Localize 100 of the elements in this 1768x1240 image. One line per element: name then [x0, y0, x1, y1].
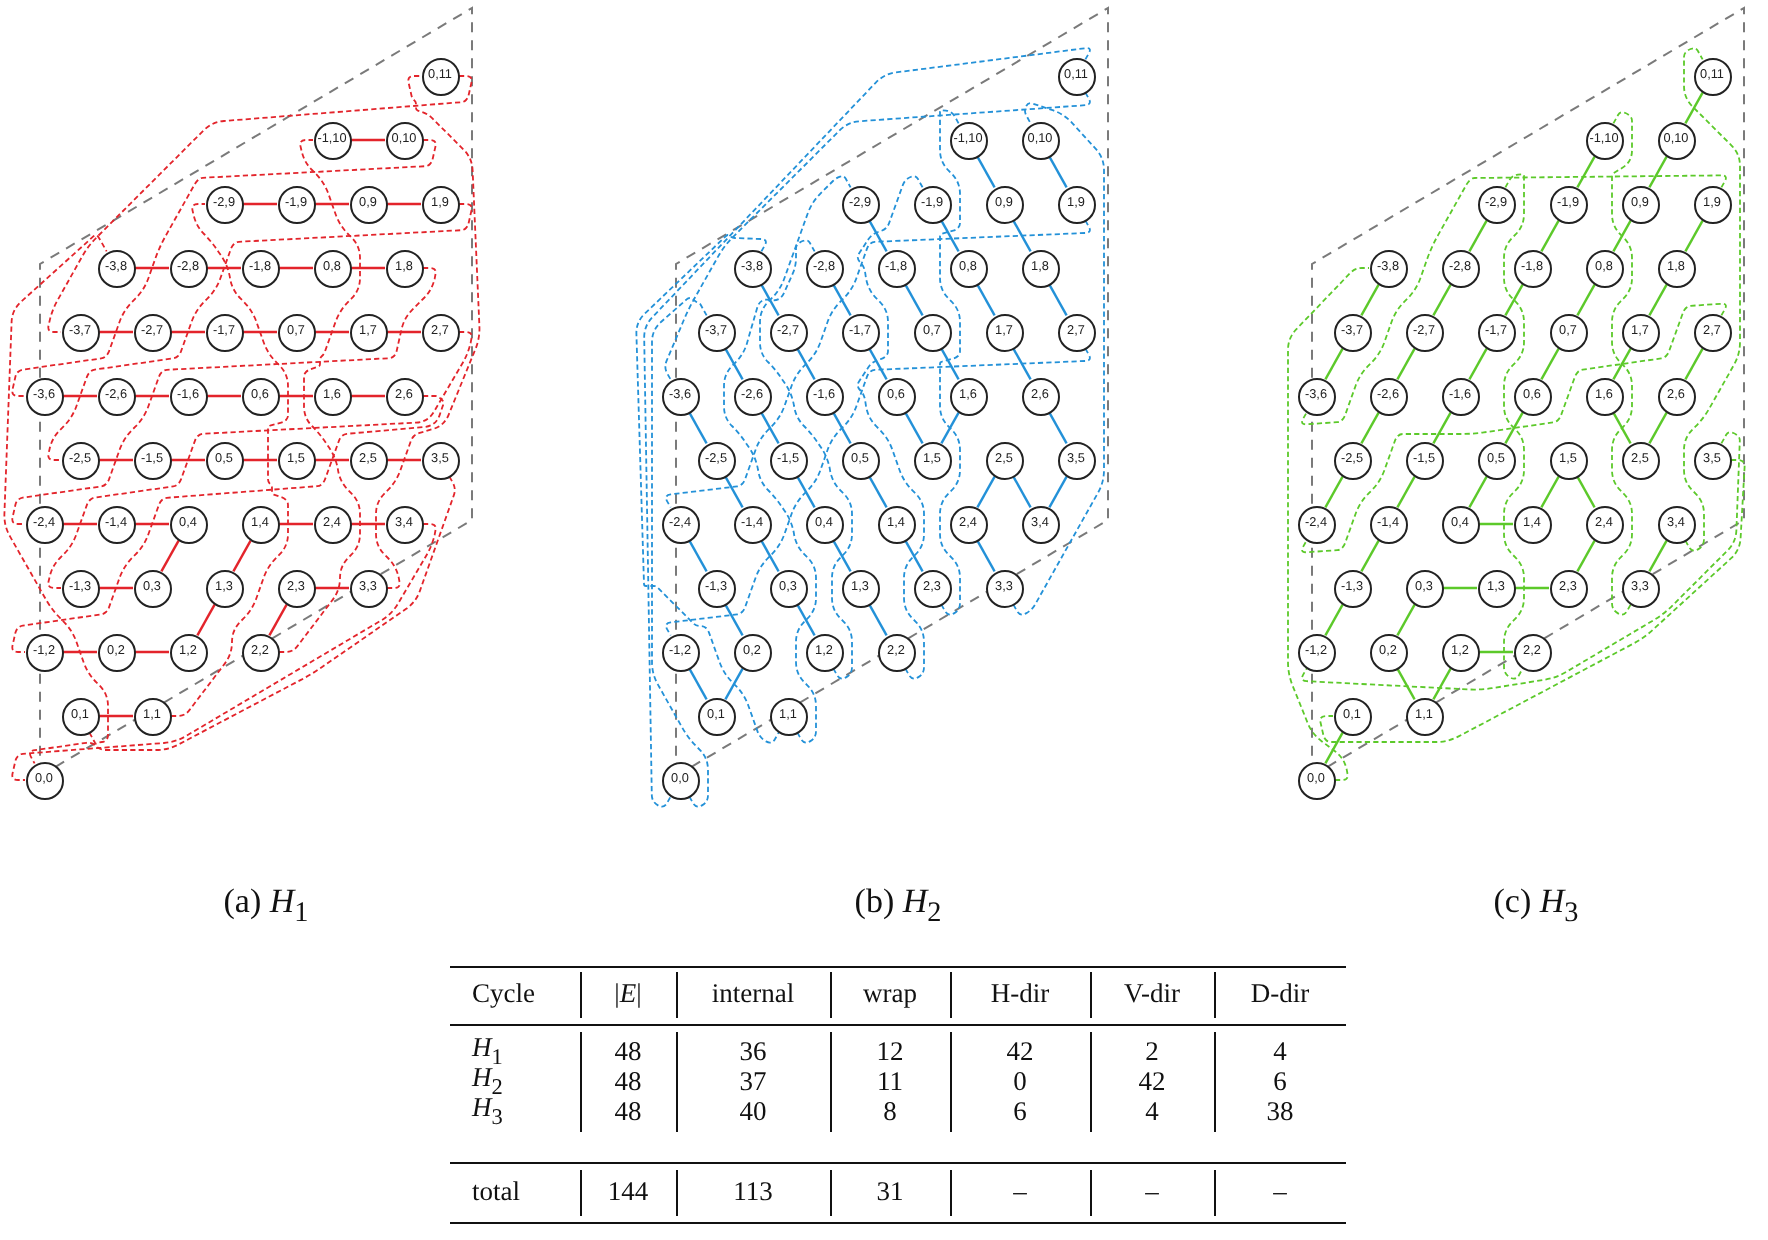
table-value: 36	[739, 1036, 767, 1068]
edge-line	[387, 458, 421, 462]
table-value: 42	[1006, 1036, 1034, 1068]
wrap-curve	[1503, 173, 1525, 680]
column-header: |E|	[614, 978, 642, 1010]
wrap-curve	[1301, 174, 1727, 426]
edge-line	[1048, 476, 1068, 508]
table-value: 4	[1145, 1096, 1159, 1128]
edge-line	[1540, 348, 1560, 380]
edge-line	[63, 650, 97, 654]
edge-line	[1012, 476, 1032, 508]
edge-line	[315, 330, 349, 334]
wrap-curve	[47, 203, 473, 461]
panel-caption: (c) H$_{3}$	[1493, 882, 1579, 930]
edge-line	[99, 714, 133, 718]
edge-line	[760, 412, 780, 444]
panel-caption: (a) H$_{1}$	[223, 882, 309, 930]
edge-line	[1576, 156, 1596, 188]
edge-line	[1396, 604, 1416, 636]
column-header: internal	[711, 978, 795, 1010]
edge-line	[315, 458, 349, 462]
column-header: H-dir	[990, 978, 1050, 1010]
edge-line	[315, 586, 349, 590]
column-header: V-dir	[1124, 978, 1180, 1010]
edge-line	[688, 540, 708, 572]
table-value: –	[1273, 1176, 1287, 1208]
edge-line	[1468, 476, 1488, 508]
table-value: 48	[614, 1036, 642, 1068]
edge-line	[1612, 348, 1632, 380]
edge-line	[243, 458, 277, 462]
edge-line	[1479, 650, 1513, 654]
edge-line	[688, 412, 708, 444]
edge-line	[1324, 476, 1344, 508]
edge-line	[724, 668, 744, 700]
table-value: 48	[614, 1096, 642, 1128]
wrap-curve	[1319, 459, 1746, 743]
wrap-curve	[635, 234, 780, 744]
edge-line	[868, 220, 888, 252]
edge-line	[279, 522, 313, 526]
column-header: wrap	[863, 978, 917, 1010]
edge-line	[279, 266, 313, 270]
table-value: 144	[607, 1176, 649, 1208]
edge-line	[99, 330, 133, 334]
wrap-curve	[643, 47, 1091, 808]
table-value: 42	[1138, 1066, 1166, 1098]
edge-line	[1612, 412, 1632, 444]
edge-line	[279, 394, 313, 398]
wrap-curve	[278, 139, 361, 653]
edge-line	[796, 476, 816, 508]
edge-line	[160, 540, 180, 572]
edge-line	[832, 540, 852, 572]
edge-line	[1684, 92, 1704, 124]
edge-line	[724, 604, 744, 636]
edge-line	[1432, 668, 1452, 700]
edge-line	[1648, 284, 1668, 316]
panel-caption: (b) H$_{2}$	[854, 882, 942, 930]
edge-line	[1479, 522, 1513, 526]
edge-line	[904, 412, 924, 444]
edge-line	[1504, 412, 1524, 444]
edge-line	[63, 394, 97, 398]
edge-line	[1515, 586, 1549, 590]
edge-line	[196, 604, 216, 636]
edge-line	[1648, 540, 1668, 572]
edge-line	[1504, 284, 1524, 316]
edge-line	[796, 604, 816, 636]
edge-line	[232, 540, 252, 572]
table-value: 6	[1013, 1096, 1027, 1128]
edge-line	[171, 458, 205, 462]
edge-line	[243, 202, 277, 206]
table-value: 113	[733, 1176, 773, 1208]
table-value: 40	[739, 1096, 767, 1128]
wrap-curve	[939, 109, 961, 616]
edge-line	[1540, 476, 1560, 508]
wrap-curve	[3, 234, 109, 745]
wrap-curve	[375, 75, 481, 589]
edge-line	[976, 476, 996, 508]
edge-line	[976, 540, 996, 572]
edge-line	[1396, 668, 1416, 700]
edge-line	[1648, 156, 1668, 188]
column-header: Cycle	[472, 978, 535, 1010]
edge-line	[1396, 348, 1416, 380]
row-label: total	[472, 1176, 520, 1208]
edge-line	[724, 348, 744, 380]
edge-line	[135, 650, 169, 654]
wrap-curve	[170, 203, 289, 717]
wrap-curve	[759, 175, 853, 680]
edge-line	[904, 284, 924, 316]
edge-line	[1468, 220, 1488, 252]
edge-line	[1360, 412, 1380, 444]
edge-line	[351, 394, 385, 398]
wrap-curve	[11, 267, 437, 525]
wrap-curve	[11, 139, 437, 397]
edge-line	[868, 476, 888, 508]
edge-line	[1432, 412, 1452, 444]
edge-line	[760, 540, 780, 572]
table-value: –	[1145, 1176, 1159, 1208]
edge-line	[351, 138, 385, 142]
wrap-curve	[1611, 111, 1633, 616]
edge-line	[832, 284, 852, 316]
wrap-curve	[856, 175, 925, 680]
